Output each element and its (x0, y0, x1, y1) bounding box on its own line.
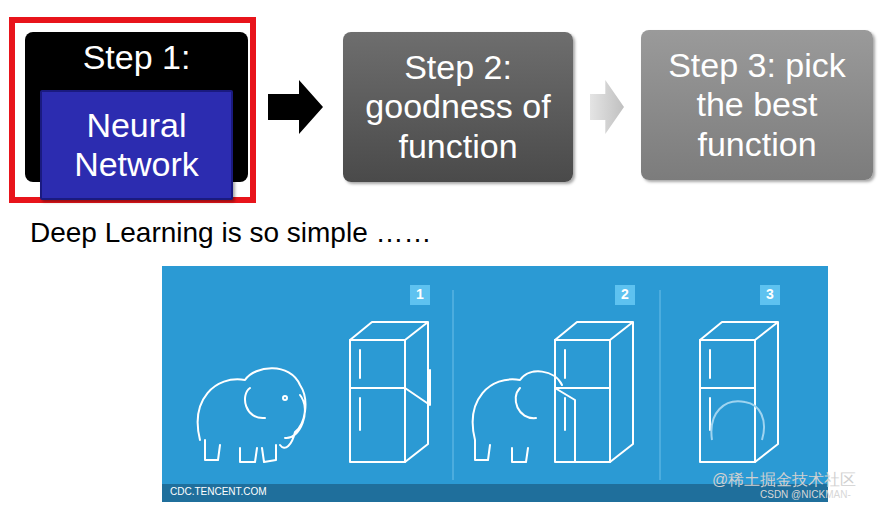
callout-number: 2 (621, 287, 629, 302)
callout-number: 3 (766, 287, 774, 302)
watermark: @稀土掘金技术社区 (712, 471, 856, 489)
box-text: Step 3: pick the best function (649, 46, 865, 163)
step-box: Step 1: Neural Network (25, 32, 248, 182)
box-text: Step 2: goodness of function (351, 48, 565, 165)
block-arrow (268, 80, 323, 134)
box-text: Neural Network (50, 106, 223, 184)
step-box: Step 2: goodness of function (343, 32, 573, 182)
highlight-frame (12, 20, 253, 200)
box-text: Step 1: (83, 38, 191, 77)
watermark: CSDN @NICKMAN- (760, 489, 851, 500)
source-text: CDC.TENCENT.COM (170, 486, 267, 497)
elephant-fridge-picture (162, 266, 828, 502)
block-arrow (590, 80, 624, 134)
step-box: Step 3: pick the best function (641, 30, 873, 180)
process-box: Neural Network (40, 90, 233, 200)
callout-number: 1 (416, 287, 424, 302)
caption-text: Deep Learning is so simple …… (30, 218, 432, 249)
